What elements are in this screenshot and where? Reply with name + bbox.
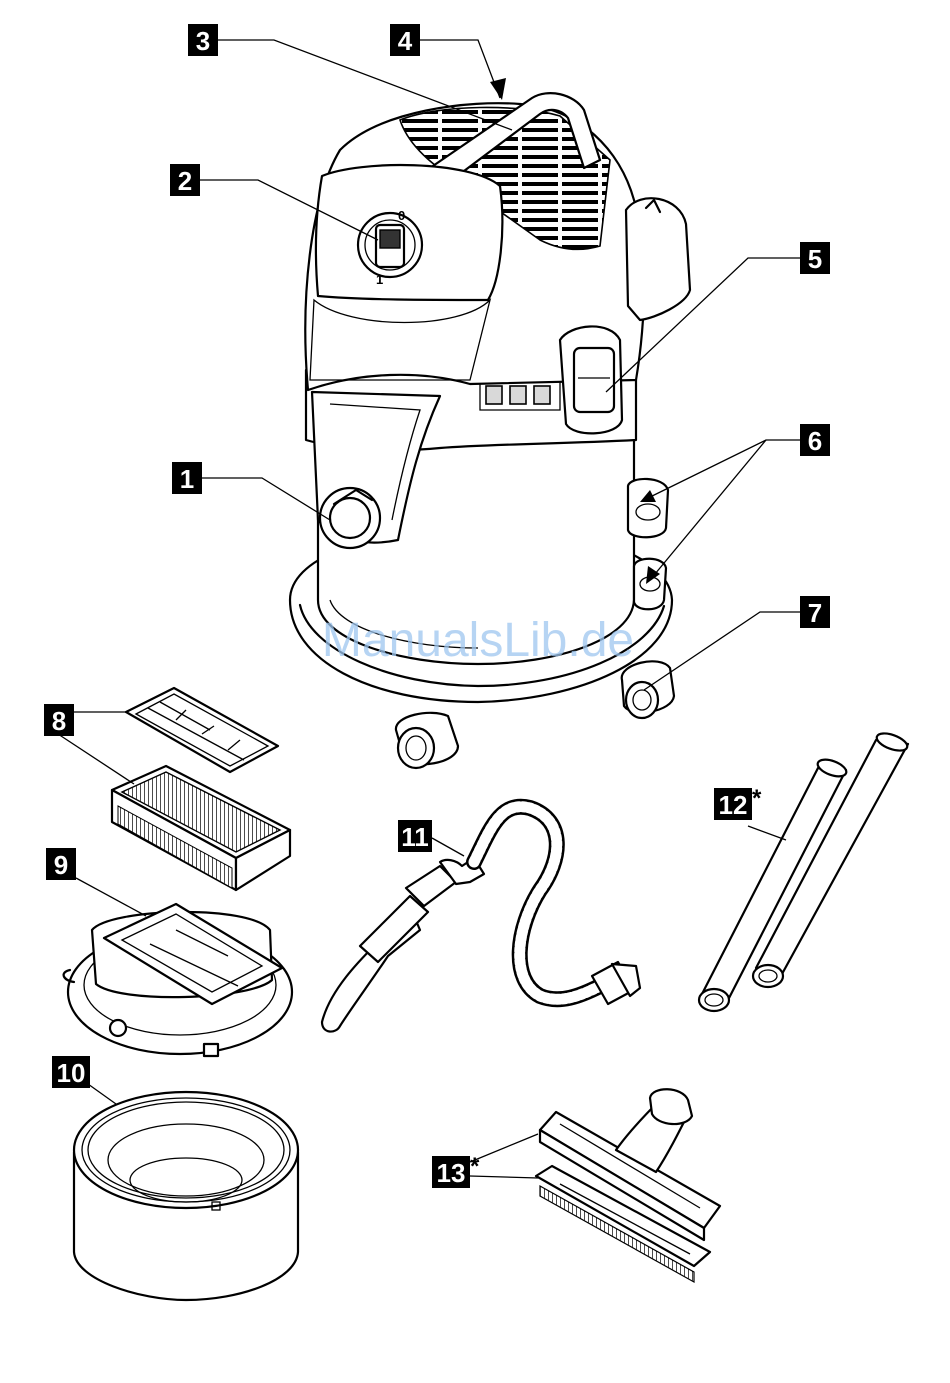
callout-10: 10 [52, 1056, 90, 1088]
callout-12: 12 * [714, 785, 762, 820]
callout-6-text: 6 [808, 426, 822, 456]
suction-hose [322, 807, 640, 1032]
callout-11: 11 [398, 820, 432, 852]
callout-13-text: 13 [437, 1158, 466, 1188]
callout-2: 2 [170, 164, 200, 196]
dial-off-label: 0 [398, 208, 405, 223]
leader-13b [470, 1176, 538, 1178]
leader-1 [202, 478, 330, 520]
callout-3: 3 [188, 24, 218, 56]
leader-4 [420, 40, 500, 98]
callout-1-text: 1 [180, 464, 194, 494]
leader-10 [88, 1084, 116, 1104]
callout-5-text: 5 [808, 244, 822, 274]
arrow-4 [490, 78, 506, 100]
callout-9-text: 9 [54, 850, 68, 880]
dial-on-label: 1 [376, 272, 383, 287]
callout-12-text: 12 [719, 790, 748, 820]
callout-7-text: 7 [808, 598, 822, 628]
callout-9: 9 [46, 848, 76, 880]
floor-nozzle [536, 1089, 720, 1282]
lock-latch [560, 326, 622, 433]
callout-7: 7 [800, 596, 830, 628]
callout-4: 4 [390, 24, 420, 56]
leader-11 [432, 838, 464, 856]
suction-tubes [699, 730, 909, 1011]
flat-pleated-filter-set [112, 688, 290, 890]
callout-8-text: 8 [52, 706, 66, 736]
callout-11-text: 11 [401, 822, 429, 852]
suction-port [320, 488, 380, 548]
caster-right [622, 661, 674, 718]
leader-8b [58, 734, 134, 784]
dirt-container [74, 1092, 298, 1300]
callout-3-text: 3 [196, 26, 210, 56]
callout-5: 5 [800, 242, 830, 274]
callout-10-text: 10 [57, 1058, 86, 1088]
leader-12 [748, 826, 786, 840]
callout-13-asterisk: * [470, 1153, 480, 1180]
caster-left [396, 713, 458, 768]
callout-6: 6 [800, 424, 830, 456]
watermark-text: ManualsLib.de [322, 614, 634, 667]
callout-4-text: 4 [398, 26, 413, 56]
leader-13a [470, 1134, 538, 1162]
callout-13: 13 * [432, 1153, 480, 1188]
callout-1: 1 [172, 462, 202, 494]
callout-8: 8 [44, 704, 74, 736]
leader-9 [76, 878, 146, 916]
callout-12-asterisk: * [752, 785, 762, 812]
callout-2-text: 2 [178, 166, 192, 196]
filter-holder [64, 904, 292, 1056]
